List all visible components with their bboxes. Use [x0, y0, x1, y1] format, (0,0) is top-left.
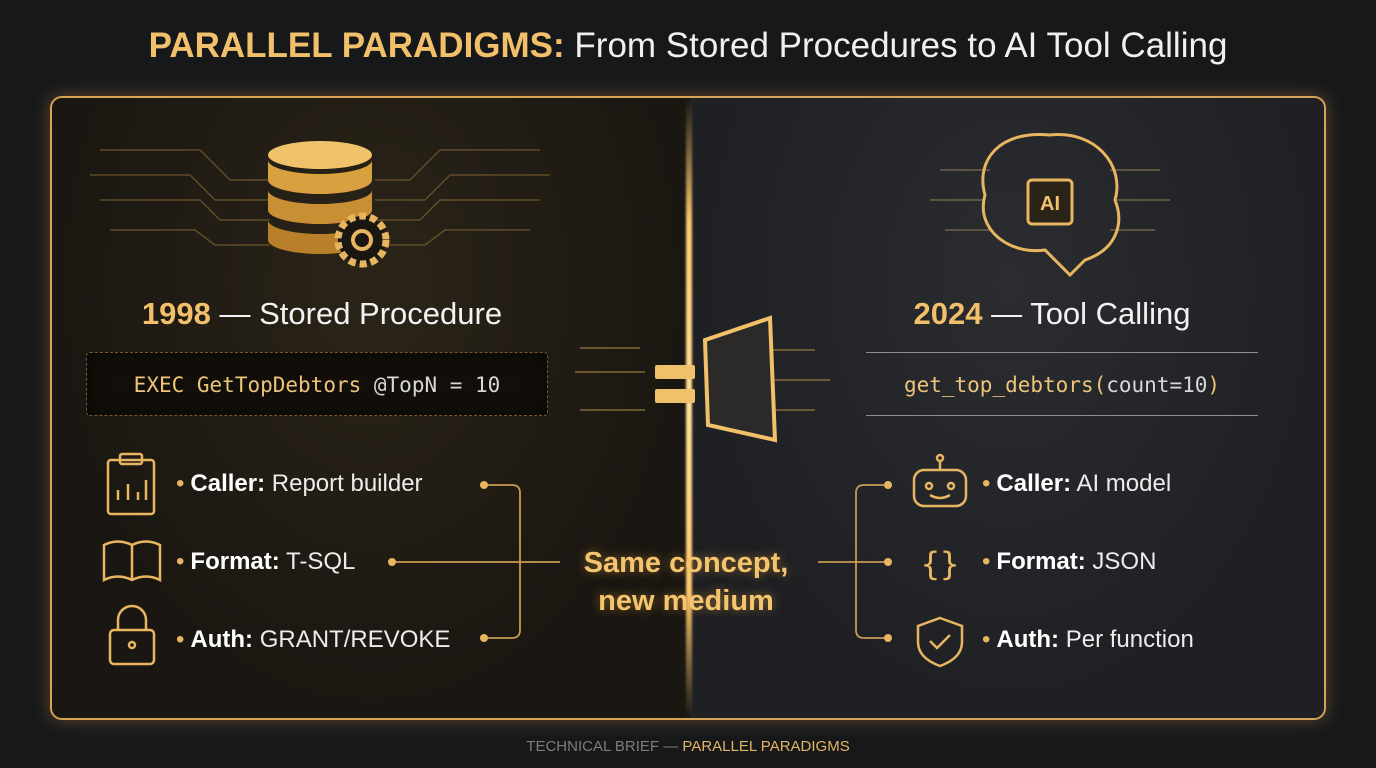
stored-procedure-code: EXEC GetTopDebtors @TopN = 10: [86, 352, 548, 416]
left-bullet-auth: •Auth: GRANT/REVOKE: [176, 626, 451, 653]
circuit-lines-left: [90, 149, 550, 246]
robot-icon: [912, 453, 968, 508]
footer: TECHNICAL BRIEF — PARALLEL PARADIGMS: [0, 738, 1376, 755]
database-gear-icon: [268, 141, 390, 268]
equals-tablet-icon: [575, 315, 830, 443]
open-book-code-icon: [102, 540, 162, 583]
right-bullet-caller: •Caller: AI model: [982, 470, 1172, 497]
shield-check-icon: [916, 616, 964, 668]
left-bullet-format: •Format: T-SQL: [176, 548, 356, 575]
connector-dots: [388, 481, 892, 642]
center-caption: Same concept, new medium: [536, 544, 836, 620]
ai-chip-label: AI: [1040, 193, 1060, 215]
center-line-1: Same concept,: [583, 547, 789, 579]
connector-lines: [392, 484, 888, 639]
right-heading: 2024 — Tool Calling: [913, 296, 1191, 331]
footer-prefix: TECHNICAL BRIEF —: [526, 738, 683, 755]
right-bullet-auth: •Auth: Per function: [982, 626, 1194, 653]
ai-brain-icon: [981, 132, 1121, 278]
center-line-2: new medium: [598, 585, 774, 617]
tool-call-code: get_top_debtors(count=10): [866, 352, 1258, 416]
right-panel: [690, 98, 1324, 718]
report-clipboard-icon: [106, 452, 156, 516]
circuit-lines-right: [930, 169, 1170, 231]
left-bullet-caller: •Caller: Report builder: [176, 470, 423, 497]
page-title: PARALLEL PARADIGMS: From Stored Procedur…: [0, 26, 1376, 66]
curly-braces-icon: {}: [921, 545, 960, 583]
footer-highlight: PARALLEL PARADIGMS: [682, 738, 850, 755]
padlock-icon: [108, 604, 156, 666]
glow-divider: [686, 98, 692, 718]
title-rest: From Stored Procedures to AI Tool Callin…: [564, 26, 1228, 65]
left-heading: 1998 — Stored Procedure: [141, 296, 503, 331]
right-bullet-format: •Format: JSON: [982, 548, 1157, 575]
title-highlight: PARALLEL PARADIGMS:: [148, 26, 565, 65]
